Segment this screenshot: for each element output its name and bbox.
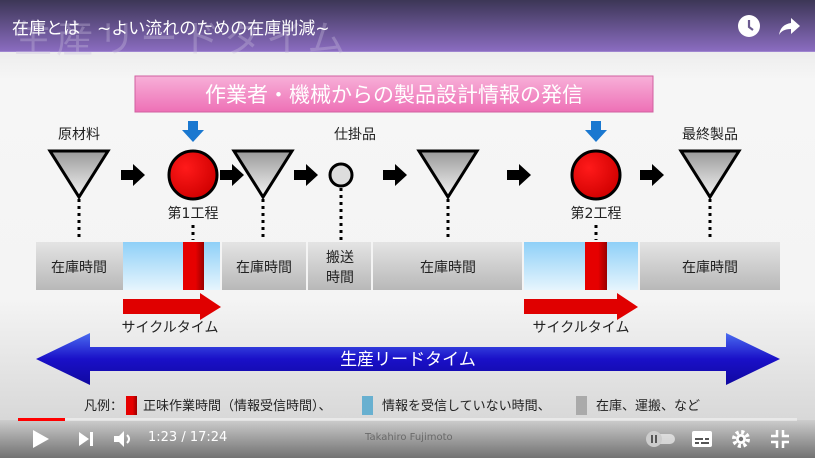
timeline-label: 在庫時間 xyxy=(236,259,292,276)
timeline-inventory xyxy=(36,242,123,290)
transport-circle-icon xyxy=(328,162,354,188)
legend-idle: 情報を受信していない時間、 xyxy=(382,399,551,414)
flow-arrow-icon xyxy=(383,164,407,186)
label-final-product: 最終製品 xyxy=(682,127,738,143)
timeline-idle xyxy=(524,242,638,290)
legend-swatch-red xyxy=(126,396,137,415)
timeline-label: 搬送 xyxy=(326,250,354,266)
progress-fill xyxy=(18,418,65,421)
info-arrow-down-icon xyxy=(585,121,607,142)
legend-inventory: 在庫、運搬、など xyxy=(596,399,700,414)
timeline-net-work xyxy=(585,242,607,290)
cycle-time-arrow xyxy=(123,293,221,320)
flow-arrow-icon xyxy=(294,164,318,186)
time-display: 1:23 / 17:24 xyxy=(148,430,228,445)
play-button[interactable] xyxy=(30,428,52,450)
label-raw-material: 原材料 xyxy=(58,127,100,143)
player-controls xyxy=(0,420,815,458)
label-process-1: 第1工程 xyxy=(168,205,219,222)
flow-arrows xyxy=(121,164,664,186)
settings-gear-icon[interactable] xyxy=(729,428,753,450)
timeline-inventory xyxy=(640,242,780,290)
lead-time-arrow xyxy=(36,333,780,385)
inventory-triangle-icon xyxy=(416,149,480,200)
process-circle-icon xyxy=(570,149,622,201)
volume-button[interactable] xyxy=(113,428,135,450)
timeline-label: 在庫時間 xyxy=(420,259,476,276)
channel-watermark: Takahiro Fujimoto xyxy=(365,432,453,443)
legend-swatch-gray xyxy=(576,396,587,415)
banner xyxy=(134,75,654,113)
timeline-label: 時間 xyxy=(326,270,354,286)
autoplay-toggle[interactable] xyxy=(645,428,677,450)
subtitles-button[interactable] xyxy=(690,428,714,450)
cycle-time-label: サイクルタイム xyxy=(532,320,629,336)
next-button[interactable] xyxy=(76,428,96,450)
timeline-inventory xyxy=(373,242,522,290)
timeline xyxy=(36,242,780,290)
flow-arrow-icon xyxy=(640,164,664,186)
legend-swatch-blue xyxy=(362,396,373,415)
watch-later-clock-icon[interactable] xyxy=(737,14,761,38)
video-title-bar: 生産リードタイム 在庫とは ~よい流れのための在庫削減~ xyxy=(0,0,815,61)
lead-time-label: 生産リードタイム xyxy=(340,350,476,370)
slide-ghost-title: 生産リードタイム xyxy=(14,17,350,61)
timeline-net-work xyxy=(183,242,204,290)
video-title[interactable]: 在庫とは ~よい流れのための在庫削減~ xyxy=(12,19,330,39)
timeline-label: 在庫時間 xyxy=(51,259,107,276)
banner-text: 作業者・機械からの製品設計情報の発信 xyxy=(205,83,583,107)
share-icon[interactable] xyxy=(777,14,801,38)
inventory-triangle-icon xyxy=(231,149,295,200)
label-wip: 仕掛品 xyxy=(334,127,376,143)
timeline-idle xyxy=(123,242,220,290)
flow-arrow-icon xyxy=(220,164,244,186)
cycle-time-arrow xyxy=(524,293,638,320)
legend-net: 正味作業時間（情報受信時間）、 xyxy=(143,398,332,414)
inventory-triangle-icon xyxy=(678,149,742,200)
timeline-inventory xyxy=(222,242,306,290)
legend-prefix: 凡例： xyxy=(84,399,123,414)
inventory-triangle-icon xyxy=(47,149,111,200)
exit-fullscreen-button[interactable] xyxy=(768,428,792,450)
progress-bar[interactable] xyxy=(18,418,797,421)
flow-arrow-icon xyxy=(507,164,531,186)
info-arrow-down-icon xyxy=(182,121,204,142)
label-process-2: 第2工程 xyxy=(571,205,622,222)
timeline-label: 在庫時間 xyxy=(682,259,738,276)
flow-arrow-icon xyxy=(121,164,145,186)
timeline-transport xyxy=(308,242,371,290)
cycle-time-label: サイクルタイム xyxy=(121,320,218,336)
process-circle-icon xyxy=(167,149,219,201)
dotted-connectors xyxy=(77,188,712,240)
